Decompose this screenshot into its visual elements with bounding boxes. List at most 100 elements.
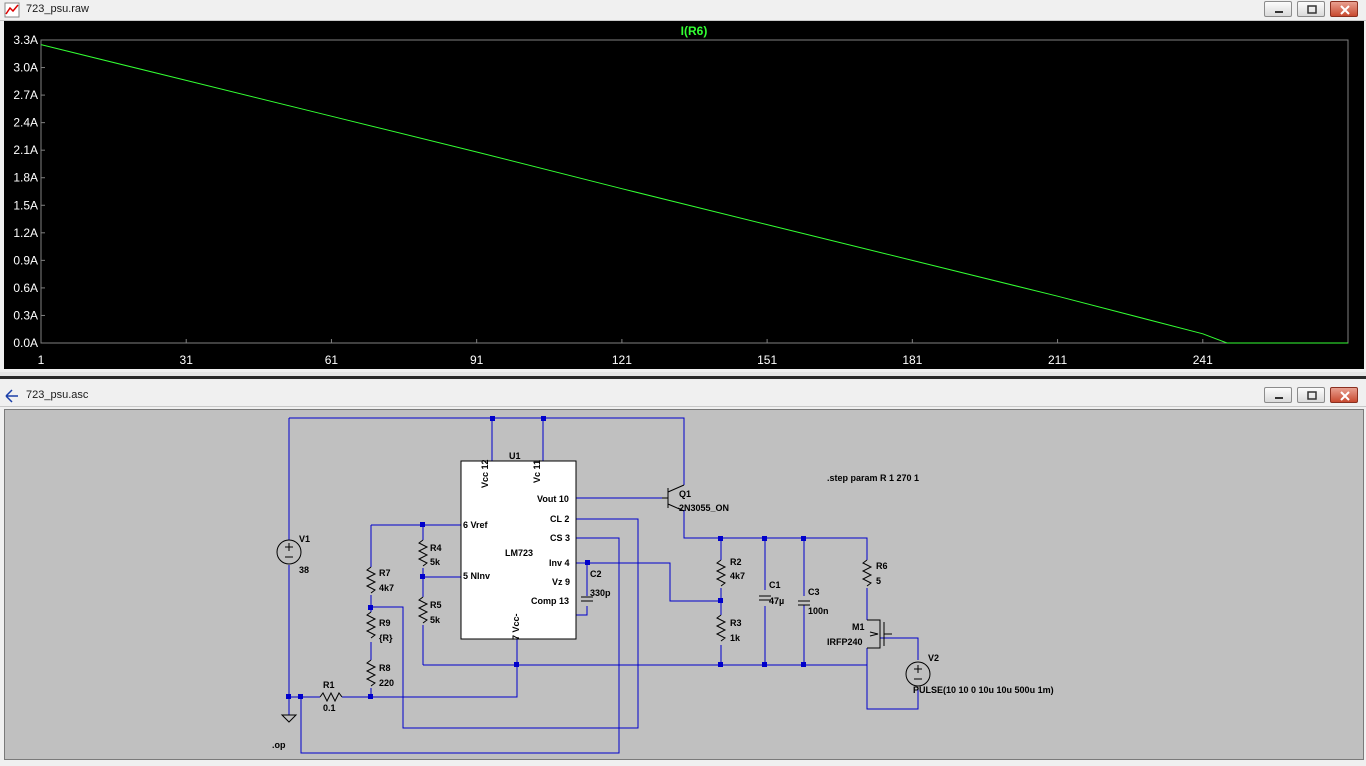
junctions [286, 416, 806, 699]
u1-lm723[interactable] [460, 460, 577, 640]
r7-resistor [365, 566, 377, 594]
resistors[interactable] [319, 539, 873, 703]
r9-value[interactable]: {R} [379, 633, 393, 643]
pin-vref6: 6 Vref [463, 520, 488, 530]
pin-vout10: Vout 10 [537, 494, 569, 504]
r5-ref[interactable]: R5 [430, 600, 442, 610]
u1-part[interactable]: LM723 [505, 548, 534, 558]
waveform-window-title: 723_psu.raw [26, 3, 89, 15]
pin-vc11: Vc 11 [532, 459, 542, 483]
schematic-titlebar[interactable]: 723_psu.asc [0, 386, 1366, 407]
q1-ref[interactable]: Q1 [679, 489, 692, 499]
window-divider [0, 372, 1366, 378]
c3-ref[interactable]: C3 [808, 587, 820, 597]
r5-value[interactable]: 5k [430, 615, 441, 625]
v2-value[interactable]: PULSE(10 10 0 10u 10u 500u 1m) [913, 685, 1054, 695]
window-divider-line [0, 376, 1366, 379]
y-tick-label: 0.3A [13, 308, 38, 322]
y-tick-label: 2.1A [13, 143, 38, 157]
c2-value[interactable]: 330p [590, 588, 611, 598]
y-tick-label: 2.4A [13, 116, 38, 130]
r7-ref[interactable]: R7 [379, 568, 391, 578]
r3-resistor [715, 614, 727, 642]
traces [40, 44, 1348, 344]
r3-value[interactable]: 1k [730, 633, 741, 643]
y-axis: 3.3A3.0A2.7A2.4A2.1A1.8A1.5A1.2A0.9A0.6A… [13, 33, 45, 350]
r9-resistor [365, 611, 377, 639]
q1-transistor[interactable] [662, 484, 685, 512]
c1-value[interactable]: 47µ [769, 596, 785, 606]
x-tick-label: 181 [902, 353, 922, 367]
capacitors[interactable] [581, 595, 810, 606]
r5-resistor [417, 596, 429, 624]
r4-resistor [417, 539, 429, 567]
r4-value[interactable]: 5k [430, 557, 441, 567]
m1-ref[interactable]: M1 [852, 622, 865, 632]
y-tick-label: 3.0A [13, 61, 38, 75]
minimize-button[interactable] [1264, 1, 1292, 17]
v2-source[interactable] [905, 661, 931, 687]
ground-icon [280, 714, 298, 723]
c3-value[interactable]: 100n [808, 606, 829, 616]
r6-value[interactable]: 5 [876, 576, 882, 586]
c1-ref[interactable]: C1 [769, 580, 781, 590]
m1-value[interactable]: IRFP240 [827, 637, 863, 647]
pin-comp13: Comp 13 [531, 596, 570, 606]
x-tick-label: 151 [757, 353, 777, 367]
trace-line[interactable] [40, 44, 1348, 344]
step-directive[interactable]: .step param R 1 270 1 [827, 473, 920, 483]
pin-vcc12: Vcc 12 [480, 459, 490, 488]
wires [288, 417, 919, 754]
schematic-canvas[interactable]: U1 LM723 Vcc 12 Vc 11 Vout 10 CL 2 CS 3 … [4, 409, 1364, 760]
v2-ref[interactable]: V2 [928, 653, 940, 663]
close-button[interactable] [1330, 387, 1358, 403]
y-tick-label: 0.6A [13, 281, 38, 295]
waveform-titlebar[interactable]: 723_psu.raw [0, 0, 1366, 21]
v1-value[interactable]: 38 [299, 565, 310, 575]
c2-ref[interactable]: C2 [590, 569, 602, 579]
close-button[interactable] [1330, 1, 1358, 17]
trace-label[interactable]: I(R6) [681, 24, 708, 38]
r8-value[interactable]: 220 [379, 678, 395, 688]
schematic-icon [4, 388, 20, 404]
y-tick-label: 1.5A [13, 198, 38, 212]
x-tick-label: 91 [470, 353, 484, 367]
x-tick-label: 211 [1048, 353, 1067, 367]
v1-source[interactable] [276, 539, 302, 565]
r7-value[interactable]: 4k7 [379, 583, 395, 593]
x-tick-label: 61 [325, 353, 339, 367]
r9-ref[interactable]: R9 [379, 618, 391, 628]
r1-value[interactable]: 0.1 [323, 703, 336, 713]
r1-resistor [319, 691, 343, 703]
r4-ref[interactable]: R4 [430, 543, 442, 553]
y-tick-label: 1.2A [13, 226, 38, 240]
schematic-drawing[interactable] [5, 410, 1363, 759]
r6-ref[interactable]: R6 [876, 561, 888, 571]
c3-capacitor [798, 600, 810, 606]
restore-button[interactable] [1297, 387, 1325, 403]
y-tick-label: 3.3A [13, 33, 38, 47]
r8-resistor [365, 659, 377, 687]
q1-value[interactable]: 2N3055_ON [679, 503, 730, 513]
u1-ref[interactable]: U1 [509, 451, 521, 461]
pin-ninv5: 5 NInv [463, 571, 491, 581]
x-tick-label: 121 [612, 353, 632, 367]
r2-ref[interactable]: R2 [730, 557, 742, 567]
r2-value[interactable]: 4k7 [730, 571, 746, 581]
r8-ref[interactable]: R8 [379, 663, 391, 673]
r2-resistor [715, 559, 727, 587]
plot-canvas[interactable]: I(R6) 3.3A3.0A2.7A2.4A2.1A1.8A1.5A1.2A0.… [4, 21, 1364, 369]
r3-ref[interactable]: R3 [730, 618, 742, 628]
m1-mosfet[interactable] [867, 619, 892, 649]
op-directive[interactable]: .op [272, 740, 286, 750]
v1-ref[interactable]: V1 [299, 534, 311, 544]
waveform-icon [4, 2, 20, 18]
schematic-window-title: 723_psu.asc [26, 389, 89, 401]
restore-button[interactable] [1297, 1, 1325, 17]
pin-cs3: CS 3 [550, 533, 571, 543]
minimize-button[interactable] [1264, 387, 1292, 403]
r1-ref[interactable]: R1 [323, 680, 335, 690]
